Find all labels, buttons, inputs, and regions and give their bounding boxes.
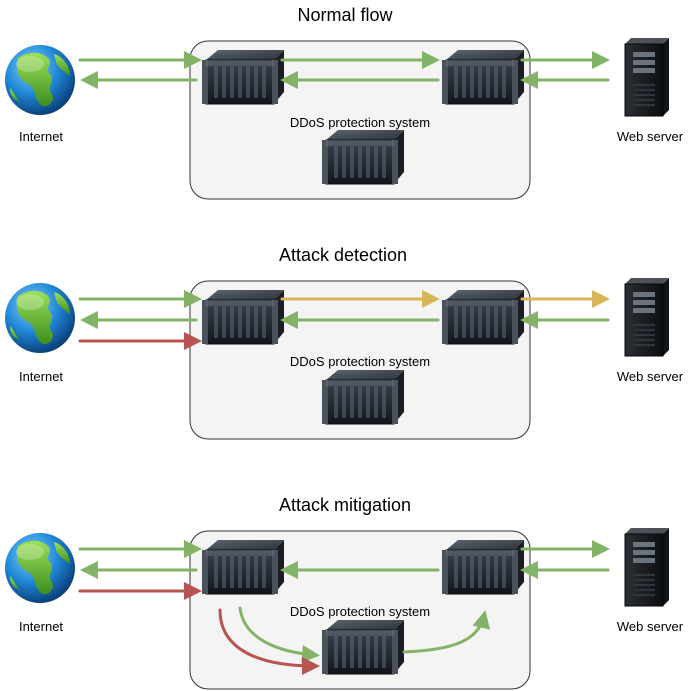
server-appliance-icon	[441, 539, 525, 595]
server-appliance-icon	[321, 619, 405, 675]
server-appliance-icon	[321, 369, 405, 425]
protection-system-label: DDoS protection system	[290, 354, 430, 369]
globe-icon	[5, 283, 75, 353]
protection-system-label: DDoS protection system	[290, 115, 430, 130]
attack-diversion-arrow	[218, 608, 320, 675]
section-title: Attack mitigation	[279, 495, 411, 515]
globe-icon	[5, 45, 75, 115]
section-normal-flow: Normal flow Internet DDoS protection sys…	[5, 5, 684, 200]
globe-icon	[5, 533, 75, 603]
server-appliance-icon	[201, 49, 285, 105]
section-attack-detection: Attack detection Internet DDoS protectio…	[5, 245, 684, 440]
clean-return-arrow	[402, 610, 491, 654]
scrubbing-arrow	[238, 606, 320, 663]
server-appliance-icon	[441, 49, 525, 105]
internet-label: Internet	[19, 619, 63, 634]
tower-server-icon	[624, 37, 670, 117]
protection-system-label: DDoS protection system	[290, 604, 430, 619]
internet-label: Internet	[19, 129, 63, 144]
internet-label: Internet	[19, 369, 63, 384]
server-appliance-icon	[201, 539, 285, 595]
web-server-label: Web server	[617, 129, 684, 144]
server-appliance-icon	[321, 129, 405, 185]
web-server-label: Web server	[617, 619, 684, 634]
server-appliance-icon	[201, 289, 285, 345]
section-title: Normal flow	[297, 5, 393, 25]
web-server-label: Web server	[617, 369, 684, 384]
server-appliance-icon	[441, 289, 525, 345]
tower-server-icon	[624, 277, 670, 357]
section-attack-mitigation: Attack mitigation Internet DDoS protecti…	[5, 495, 684, 690]
section-title: Attack detection	[279, 245, 407, 265]
tower-server-icon	[624, 527, 670, 607]
